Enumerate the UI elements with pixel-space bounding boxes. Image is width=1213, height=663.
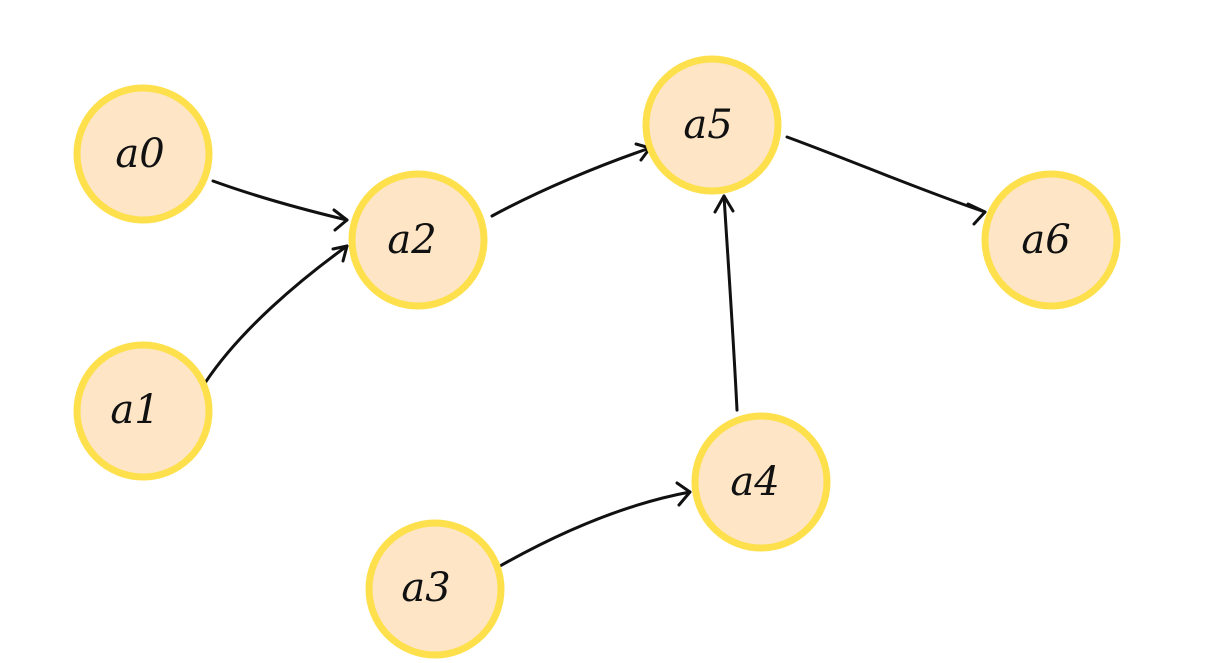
edge-a4-a5-line xyxy=(722,194,739,412)
node-a3-label: a3 xyxy=(401,565,450,611)
node-a6: a6 xyxy=(981,170,1121,310)
node-a3: a3 xyxy=(365,519,505,659)
node-a1: a1 xyxy=(73,341,213,481)
node-a6-label: a6 xyxy=(1021,217,1070,263)
edge-a1-a2-arrowhead xyxy=(331,244,349,263)
node-a1-label: a1 xyxy=(110,387,159,433)
edge-a5-a6 xyxy=(785,135,987,226)
edge-a4-a5 xyxy=(713,194,739,412)
edge-a1-a2-line xyxy=(203,244,349,385)
node-a4: a4 xyxy=(691,412,831,552)
edge-a3-a4 xyxy=(498,481,692,568)
edge-a0-a2 xyxy=(211,179,349,232)
node-a4-circle xyxy=(691,412,831,552)
node-a0-circle xyxy=(73,84,213,224)
node-a3-circle xyxy=(365,519,505,659)
edge-a5-a6-arrowhead xyxy=(966,202,987,226)
edge-a0-a2-line xyxy=(211,179,349,222)
nodes: a0 a1 a2 a3 a4 a5 a6 xyxy=(73,55,1121,659)
edge-a2-a5 xyxy=(490,142,652,218)
edge-a1-a2 xyxy=(203,244,349,385)
edge-a0-a2-arrowhead xyxy=(332,208,349,232)
node-a5-label: a5 xyxy=(683,102,732,148)
node-a2: a2 xyxy=(348,170,488,310)
node-a2-circle xyxy=(348,170,488,310)
edge-a2-a5-line xyxy=(490,146,652,218)
node-a4-label: a4 xyxy=(730,459,779,505)
node-a0-label: a0 xyxy=(115,131,164,177)
edge-a4-a5-arrowhead xyxy=(713,194,735,214)
node-a5-circle xyxy=(642,55,782,195)
edge-a3-a4-line xyxy=(498,490,692,568)
edge-a5-a6-line xyxy=(785,135,987,214)
node-a2-label: a2 xyxy=(387,217,436,263)
node-a0: a0 xyxy=(73,84,213,224)
node-a1-circle xyxy=(73,341,213,481)
edges xyxy=(203,135,987,568)
edge-a3-a4-arrowhead xyxy=(675,481,692,507)
node-a6-circle xyxy=(981,170,1121,310)
node-a5: a5 xyxy=(642,55,782,195)
